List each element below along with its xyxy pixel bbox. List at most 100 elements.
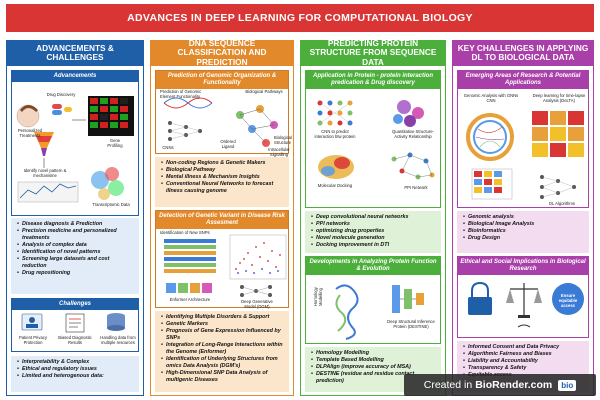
database-icon: [107, 313, 125, 331]
bio-badge-icon: bio: [558, 379, 577, 391]
label-destine: Deep Structural Inference Protein (DESTI…: [387, 319, 435, 329]
column-protein-structure: PREDICTING PROTEIN STRUCTURE FROM SEQUEN…: [300, 38, 446, 396]
panel-heading: Challenges: [12, 299, 138, 310]
label-biological-pathways: Biological Pathways: [245, 89, 283, 94]
bullet-item: Identifying Multiple Disorders & Support: [161, 314, 285, 321]
column-advancements-challenges: ADVANCEMENTS & CHALLENGES Advancements: [6, 40, 144, 396]
snp-bars-icon: [164, 239, 216, 273]
bullet-item: Limited and heterogenous data:: [17, 373, 135, 380]
molecular-docking-icon: [318, 155, 354, 179]
label-delta: Deep learning for time-lapse Analysis (D…: [532, 93, 586, 103]
genomic-organization-panel: Prediction of Genomic Organization & Fun…: [155, 70, 292, 157]
label-genomic-analysis-gnn: Genomic Analysis with GNNs CNN: [463, 93, 519, 103]
column-dna-sequence: DNA SEQUENCE CLASSIFICATION AND PREDICTI…: [150, 38, 294, 396]
pathway-network-icon: [236, 105, 278, 147]
bullet-item: Biological Image Analysis: [463, 221, 585, 228]
bullet-item: Conventional Neural Networks to forecast…: [161, 181, 285, 195]
bullet-item: DLPAlign (improve accuracy of MSA): [311, 364, 437, 371]
bullet-item: optimizing drug properties: [311, 228, 437, 235]
emerging-areas-bullets: Genomic analysisBiological Image Analysi…: [457, 211, 589, 253]
bullet-item: Mental illness & Mechanism Insights: [161, 174, 285, 181]
bullet-item: Ethical and regulatory issues: [17, 366, 135, 373]
label-gene-profiling: Gene Profiling: [107, 138, 123, 148]
handshake-icon: [517, 324, 531, 328]
label-personalized-treatments: Personalized Treatments: [17, 128, 43, 138]
panel-heading: Developments in Analyzing Protein Functi…: [306, 257, 440, 275]
emerging-areas-figure: Genomic Analysis with GNNs CNN Deep lear…: [458, 89, 588, 209]
bullet-item: Genomic analysis: [463, 214, 585, 221]
bullet-item: Identification of Underlying Structures …: [161, 356, 285, 370]
privacy-icon: [21, 313, 43, 331]
ppi-network-icon: [391, 152, 435, 180]
label-intracellular-signalling: Intracellular Signalling: [268, 147, 290, 157]
label-ppi-network: PPI Network: [404, 185, 428, 190]
label-qsar: Quantitative Structure-Activity Relation…: [392, 129, 434, 139]
bullet-item: Liability and Accountability: [463, 358, 585, 365]
bullet-item: Non-coding Regions & Genetic Makers: [161, 160, 285, 167]
dna-helix-icon: [163, 97, 213, 109]
bullet-item: Drug Design: [463, 235, 585, 242]
label-homology-modelling: Homology Modelling: [313, 287, 323, 306]
label-cnn-protein: CNN to predict interaction btw protein: [314, 129, 356, 139]
label-enformer: Enformer Architecture: [169, 297, 211, 302]
bullet-item: Interpretability & Complex: [17, 359, 135, 366]
timelapse-image-icon: [532, 111, 584, 157]
protein-function-figure: Homology Modelling Deep Structural Infer…: [306, 275, 440, 347]
label-dl-algorithms: DL Algorithms: [549, 201, 575, 206]
bullet-item: Informed Consent and Data Privacy: [463, 344, 585, 351]
bullet-item: Analysis of complex data: [17, 242, 135, 249]
ethical-panel: Ethical and Social Implications in Biolo…: [457, 256, 589, 338]
ethical-figure: Ensure equitable access: [458, 275, 588, 341]
bullet-item: Docking improvement in DTI: [311, 242, 437, 249]
panel-heading: Advancements: [12, 71, 138, 82]
bullet-item: Prognosis of Gene Expression Influenced …: [161, 328, 285, 342]
label-novel-pattern: Identify novel pattern & mechanisme: [23, 168, 67, 178]
equitable-access-badge-icon: [552, 283, 584, 315]
bullet-item: Deep convolutional neural networks: [311, 214, 437, 221]
bullet-item: Disease diagnosis & Prediction: [17, 221, 135, 228]
label-ordered-ligand: Ordered Ligand: [220, 139, 236, 149]
watermark-brand: BioRender.com: [475, 379, 553, 391]
protein-structure-icon: [335, 284, 359, 340]
genomic-bullets: Non-coding Regions & Genetic MakersBiolo…: [155, 157, 289, 207]
cnn-network-icon: [168, 121, 202, 141]
bullet-item: Template Based Modelling: [311, 357, 437, 364]
column-header: DNA SEQUENCE CLASSIFICATION AND PREDICTI…: [150, 38, 294, 67]
enformer-architecture-icon: [166, 283, 212, 293]
bullet-item: Integration of Long-Range Interactions w…: [161, 342, 285, 356]
label-biased-results: Biased Diagnostic Results: [58, 335, 92, 345]
gene-profiling-heatmap: [88, 96, 134, 136]
panel-heading: Ethical and Social Implications in Biolo…: [458, 257, 588, 275]
protein-interaction-figure: CNN to predict interaction btw protein Q…: [306, 89, 440, 209]
genetic-variant-figure: Identification of New SNPs Enformer Arch…: [156, 229, 288, 311]
challenges-figure: Patient Privacy Protection Biased Diagno…: [12, 310, 138, 354]
column-header: KEY CHALLENGES IN APPLYING DL TO BIOLOGI…: [452, 40, 594, 66]
bullet-item: High-Dimensional SNP Data Analysis of mu…: [161, 370, 285, 384]
bullet-item: Algorithmic Fairness and Biases: [463, 351, 585, 358]
bullet-item: Biological Pathway: [161, 167, 285, 174]
label-patient-privacy: Patient Privacy Protection: [19, 335, 47, 345]
label-transcriptomic-data: Transcriptomic Data: [92, 202, 130, 207]
label-ensure-equitable: Ensure equitable access: [558, 293, 578, 308]
protein-interaction-panel: Application in Protein - protein interac…: [305, 70, 441, 208]
panel-heading: Emerging Areas of Research & Potential A…: [458, 71, 588, 89]
label-cnns: CNNs: [162, 145, 174, 150]
label-dgm: Deep Generative Model (DGM): [241, 299, 273, 309]
advancements-bullets: Disease diagnosis & PredictionPrecision …: [11, 218, 139, 294]
destine-network-icon: [392, 285, 424, 313]
column-key-challenges: KEY CHALLENGES IN APPLYING DL TO BIOLOGI…: [452, 40, 594, 396]
advancements-panel: Advancements: [11, 70, 139, 216]
qsar-molecule-icon: [393, 100, 424, 127]
advancements-figure: Personalized Treatments Drug Discovery G…: [12, 82, 138, 216]
biorender-watermark: Created in BioRender.com bio: [404, 374, 596, 396]
scale-icon: [506, 283, 542, 318]
cnn-grid-icon: [317, 100, 353, 126]
bullet-item: Transparency & Safety: [463, 365, 585, 372]
lock-icon: [468, 281, 492, 315]
panel-heading: Application in Protein - protein interac…: [306, 71, 440, 89]
diagnostic-icon: [65, 313, 85, 333]
bullet-item: Bioinformatics: [463, 228, 585, 235]
column-header: ADVANCEMENTS & CHALLENGES: [6, 40, 144, 66]
panel-heading: Prediction of Genomic Organization & Fun…: [156, 71, 288, 89]
challenges-bullets: Interpretability & ComplexEthical and re…: [11, 356, 139, 392]
